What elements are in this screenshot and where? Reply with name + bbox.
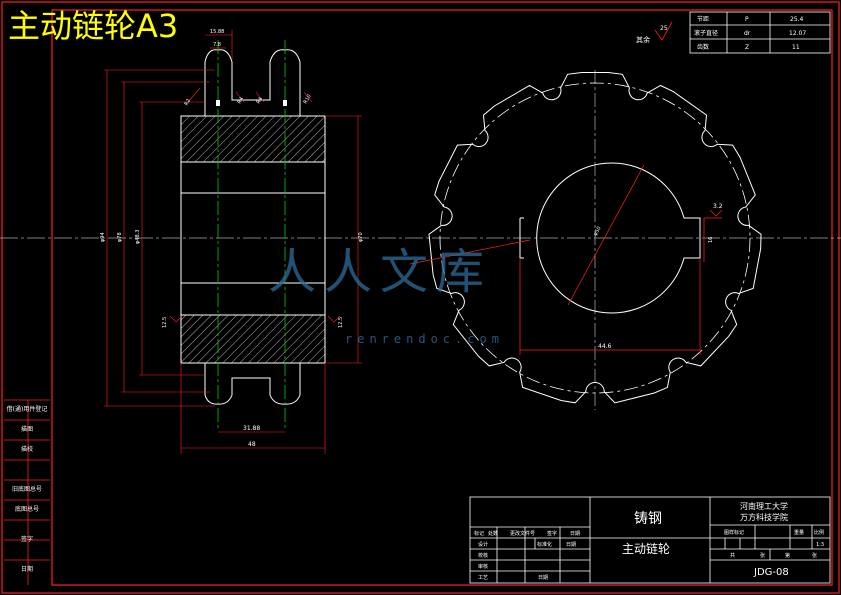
side-label-3: 旧底图总号 [11,486,42,493]
dim-tooth-width-top: 15.88 [210,29,224,35]
dim-chamfer-1: R2 [184,98,193,107]
dim-roughness-left: 12.5 [162,317,168,328]
front-dim-lines [409,164,723,355]
side-label-2: 描校 [20,446,33,453]
dim-diameter-4: φ70 [358,232,364,242]
dim-diameter-3: φ48.3 [135,230,141,244]
dim-chamfer-3: R4 [256,96,265,105]
sign-row-4: 工艺 [478,575,488,581]
bore-keyway [536,162,701,314]
dim-center-distance: 31.88 [243,425,260,432]
dim-overall-width: 48 [248,441,256,448]
roughness-value: 25 [660,25,668,32]
sign-extra-1: 标准化 [537,541,552,548]
dim-roughness-right: 12.5 [338,317,344,328]
side-column [4,399,50,585]
header-label-3: 比例 [814,529,824,536]
params-table-grid [689,11,831,54]
side-label-5: 签字 [20,536,33,543]
dim-tooth-width: 7.8 [213,42,221,48]
watermark-sub: renrendoc.com [345,332,504,346]
param-value-2: 12.07 [789,30,806,37]
section-dim-lines [104,30,362,454]
sheet-title: 主动链轮A3 [8,7,179,45]
scale-value: 1:3 [816,542,824,548]
sign-extra-2: 日期 [566,542,576,548]
sign-row-2: 校核 [478,552,488,559]
dim-keyway-roughness: 3.2 [713,203,723,210]
side-label-0: 借(通)用件登记 [6,406,48,413]
sign-row-3: 审核 [478,563,488,570]
param-value-3: 11 [792,44,800,51]
roughness-symbol [654,21,673,41]
side-label-1: 描图 [20,426,33,433]
param-symbol-2: dr [744,30,751,37]
part-name-label: 主动链轮 [622,541,670,556]
revision-header-2: 处数 [488,530,498,537]
param-name-1: 节距 [697,15,709,23]
side-label-4: 底图总号 [14,506,39,513]
param-symbol-3: Z [745,44,749,51]
param-value-1: 25.4 [790,16,804,23]
sign-row-1: 设计 [478,541,488,548]
dim-bore-diameter: φ50 [593,226,603,237]
sheet-label-1: 共 [730,552,735,559]
revision-header-4: 签字 [547,530,557,537]
front-view [428,70,762,410]
sprocket-outline [428,72,762,404]
revision-header-5: 日期 [570,531,580,537]
dim-keyway-depth: 16 [708,237,714,243]
roughness-label: 其余 [636,35,650,44]
dim-keyway-height: 44.6 [598,343,612,350]
param-symbol-1: P [745,16,749,23]
material-label: 铸钢 [634,511,662,527]
watermark: 人人文库 [268,244,493,300]
title-block-grid [469,496,831,584]
side-label-6: 日期 [20,566,33,573]
sheet-label-2: 张 [760,552,765,559]
dim-diameter-1: φ94 [100,232,106,242]
section-view [180,40,326,430]
sign-date-label: 日期 [538,575,548,581]
param-name-3: 齿数 [697,43,709,51]
inner-frame [51,9,833,586]
revision-header-1: 标记 [474,530,484,537]
param-name-2: 滚子直径 [694,29,718,37]
revision-header-3: 更改文件号 [510,530,535,537]
sheet-label-4: 张 [812,552,817,559]
dim-chamfer-2: R4 [237,96,246,105]
dim-diameter-2: φ78 [117,232,123,242]
header-label-2: 重量 [794,529,804,536]
sheet-label-3: 第 [785,552,790,559]
school-line-2: 万方科技学院 [740,512,788,522]
school-line-1: 河南理工大学 [740,501,788,511]
header-label-1: 图样标记 [724,529,744,536]
dim-chamfer-4: R10 [303,93,313,105]
drawing-number: JDG-08 [753,567,789,578]
